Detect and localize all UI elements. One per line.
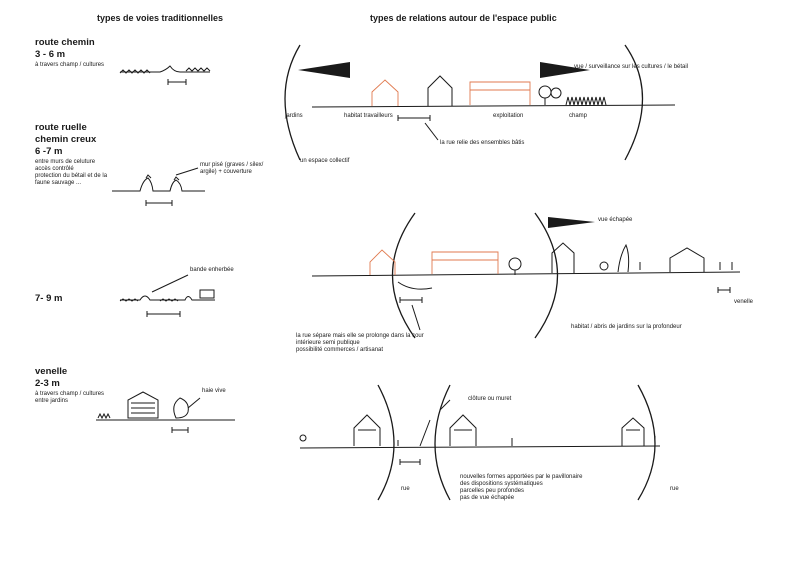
route-chemin-profile <box>119 65 211 85</box>
d1-champ-label: champ <box>569 113 588 119</box>
route-chemin-title: route chemin <box>35 37 95 48</box>
venelle-width: 2-3 m <box>35 378 60 389</box>
route-chemin-width: 3 - 6 m <box>35 49 66 60</box>
diagram-1-drawing <box>284 44 676 161</box>
route-79-profile <box>119 274 215 317</box>
route-ruelle-notes: entre murs de celuture accès contrôlé pr… <box>35 159 108 186</box>
d1-jardins-label: jardins <box>285 113 303 119</box>
heading-relations: types de relations autour de l'espace pu… <box>370 13 557 23</box>
d3-rue-right-label: rue <box>670 486 679 492</box>
venelle-title: venelle <box>35 366 68 377</box>
route-chemin-note: à travers champ / cultures <box>35 62 105 68</box>
d1-habitat-label: habitat travailleurs <box>344 113 393 119</box>
route-ruelle-title: route ruelle <box>35 122 87 133</box>
route-ruelle-annotation: mur pisé (graves / silex/ argile) + couv… <box>200 162 264 175</box>
d2-habitat-label: habitat / abris de jardins sur la profon… <box>571 324 682 330</box>
d1-exploitation-label: exploitation <box>493 113 524 119</box>
chemin-creux-title: chemin creux <box>35 134 97 145</box>
d3-note: nouvelles formes apportées par le pavill… <box>460 474 583 501</box>
diagram-2-drawing <box>311 212 741 339</box>
d2-venelle-label: venelle <box>734 299 754 305</box>
d3-cloture-label: clôture ou muret <box>468 396 512 402</box>
venelle-annotation: haie vive <box>202 388 226 394</box>
d2-note: la rue sépare mais elle se prolonge dans… <box>296 333 424 353</box>
route-79-width: 7- 9 m <box>35 293 63 304</box>
d3-rue-left-label: rue <box>401 486 410 492</box>
d2-vue-label: vue échapée <box>598 217 633 223</box>
venelle-profile <box>96 391 235 433</box>
d1-rue-label: la rue relie des ensembles bâtis <box>440 140 525 146</box>
d1-vue-label: vue / surveillance sur les cultures / le… <box>574 64 689 70</box>
route-ruelle-profile <box>112 167 205 206</box>
route-79-annotation: bande enherbée <box>190 267 234 273</box>
venelle-notes: à travers champ / cultures entre jardins <box>35 391 105 404</box>
heading-voies: types de voies traditionnelles <box>97 13 224 23</box>
d1-espace-label: un espace collectif <box>300 158 350 164</box>
diagram-3-drawing <box>299 384 661 501</box>
route-ruelle-width: 6 -7 m <box>35 146 63 157</box>
